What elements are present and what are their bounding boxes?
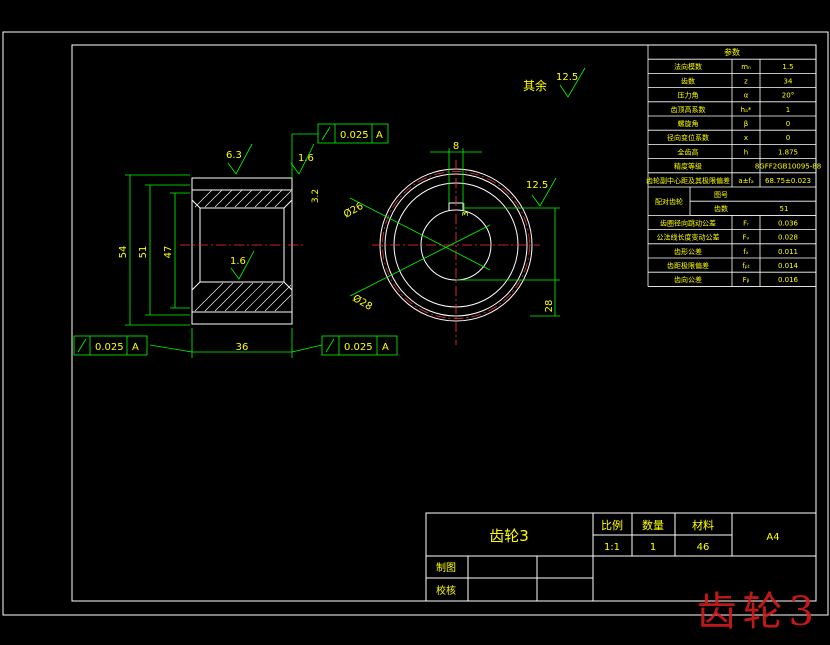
mate-name: 图号 bbox=[714, 191, 728, 199]
title-material-label: 材料 bbox=[692, 518, 714, 532]
title-checked-label: 校核 bbox=[436, 584, 456, 597]
gtol-top-value: 0.025 bbox=[340, 130, 369, 141]
param-symbol: β bbox=[744, 120, 748, 128]
param-name: 齿轮副中心距及其极限偏差 bbox=[646, 176, 730, 185]
tol-name: 齿距极限偏差 bbox=[667, 261, 709, 270]
tol-value: 0.011 bbox=[778, 248, 798, 256]
tol-symbol: Fᵦ bbox=[743, 276, 750, 284]
param-name: 全齿高 bbox=[678, 147, 699, 156]
title-qty: 1 bbox=[650, 542, 656, 553]
section-hatching bbox=[194, 189, 292, 312]
param-name: 径向变位系数 bbox=[667, 133, 709, 142]
title-qty-label: 数量 bbox=[642, 519, 664, 532]
dim-51: 51 bbox=[138, 246, 149, 259]
title-scale-label: 比例 bbox=[601, 518, 623, 532]
dim-bore-dia: Ø26 bbox=[342, 200, 366, 221]
param-symbol: x bbox=[744, 134, 748, 142]
tol-name: 公法线长度变动公差 bbox=[657, 233, 720, 242]
mate-value: 51 bbox=[780, 205, 789, 213]
dim-54: 54 bbox=[118, 246, 129, 259]
param-value: 1 bbox=[786, 106, 790, 114]
param-symbol: α bbox=[744, 92, 749, 100]
param-symbol: a±fₐ bbox=[738, 177, 754, 185]
rest-label: 其余 bbox=[523, 78, 547, 93]
dim-chamfer: 3.2 bbox=[311, 189, 321, 203]
gtol-right-value: 0.025 bbox=[344, 342, 373, 353]
tol-value: 0.016 bbox=[778, 276, 799, 284]
roughness-12-5-key: 12.5 bbox=[526, 180, 548, 191]
param-name: 压力角 bbox=[678, 91, 699, 100]
param-value: 0 bbox=[786, 120, 790, 128]
inner-border bbox=[71, 44, 817, 602]
param-value: 1.875 bbox=[778, 148, 798, 156]
height-dimensions bbox=[125, 174, 323, 358]
param-value: 34 bbox=[784, 77, 793, 85]
dim-47: 47 bbox=[163, 246, 174, 259]
title-block bbox=[425, 512, 817, 602]
gtol-left bbox=[73, 335, 148, 356]
tol-name: 齿向公差 bbox=[674, 275, 702, 284]
tol-symbol: Fᵥ bbox=[743, 234, 750, 242]
param-value: 8GFF2GB10095-88 bbox=[755, 163, 821, 171]
title-scale: 1:1 bbox=[604, 542, 620, 553]
tol-name: 齿形公差 bbox=[674, 247, 702, 256]
param-symbol: mₙ bbox=[741, 63, 751, 71]
param-name: 齿顶高系数 bbox=[671, 105, 706, 114]
param-name: 螺旋角 bbox=[678, 119, 699, 128]
dim-key-height: 28 bbox=[544, 300, 555, 313]
title-drawn-label: 制图 bbox=[436, 561, 456, 574]
param-header: 参数 bbox=[724, 47, 740, 57]
watermark-text: 齿轮3 bbox=[696, 589, 820, 635]
tol-name: 齿圈径向跳动公差 bbox=[660, 218, 716, 227]
param-symbol: hₐ* bbox=[741, 106, 752, 114]
side-dimensions bbox=[349, 148, 560, 317]
roughness-6-3: 6.3 bbox=[226, 150, 242, 161]
gtol-right bbox=[321, 335, 398, 356]
rest-roughness: 12.5 bbox=[556, 72, 578, 83]
param-name: 精度等级 bbox=[674, 162, 702, 171]
tol-value: 0.036 bbox=[778, 219, 799, 227]
gtol-left-value: 0.025 bbox=[95, 342, 124, 353]
roughness-1-6-bore: 1.6 bbox=[230, 256, 246, 267]
param-symbol: z bbox=[744, 77, 748, 85]
outer-border bbox=[2, 31, 829, 616]
gtol-top bbox=[317, 123, 389, 144]
tol-symbol: fₚₜ bbox=[742, 262, 750, 270]
param-name: 齿数 bbox=[681, 76, 695, 85]
param-value: 20° bbox=[782, 92, 794, 100]
title-part-name: 齿轮3 bbox=[489, 527, 529, 545]
gtol-left-datum: A bbox=[132, 342, 139, 353]
tol-value: 0.014 bbox=[778, 262, 799, 270]
gtol-top-datum: A bbox=[376, 130, 383, 141]
gtol-right-datum: A bbox=[382, 342, 389, 353]
roughness-1-6-top: 1.6 bbox=[298, 153, 314, 164]
param-value: 1.5 bbox=[782, 63, 793, 71]
mate-label: 配对齿轮 bbox=[655, 197, 683, 206]
param-value: 0 bbox=[786, 134, 790, 142]
tol-symbol: Fᵣ bbox=[743, 219, 749, 227]
param-value: 68.75±0.023 bbox=[765, 177, 811, 185]
dim-keyway-3: 3 bbox=[461, 211, 470, 216]
title-sheet: A4 bbox=[766, 532, 779, 543]
tol-symbol: fₓ bbox=[743, 248, 749, 256]
tol-value: 0.028 bbox=[778, 234, 798, 242]
param-name: 法向模数 bbox=[674, 62, 702, 71]
param-symbol: h bbox=[744, 148, 748, 156]
mate-name: 齿数 bbox=[714, 204, 728, 213]
dim-hub-dia: Ø28 bbox=[351, 292, 375, 313]
dim-36: 36 bbox=[236, 342, 249, 353]
roughness-symbols bbox=[227, 67, 586, 280]
dim-keyway-8: 8 bbox=[453, 141, 459, 152]
title-material: 46 bbox=[697, 542, 710, 553]
